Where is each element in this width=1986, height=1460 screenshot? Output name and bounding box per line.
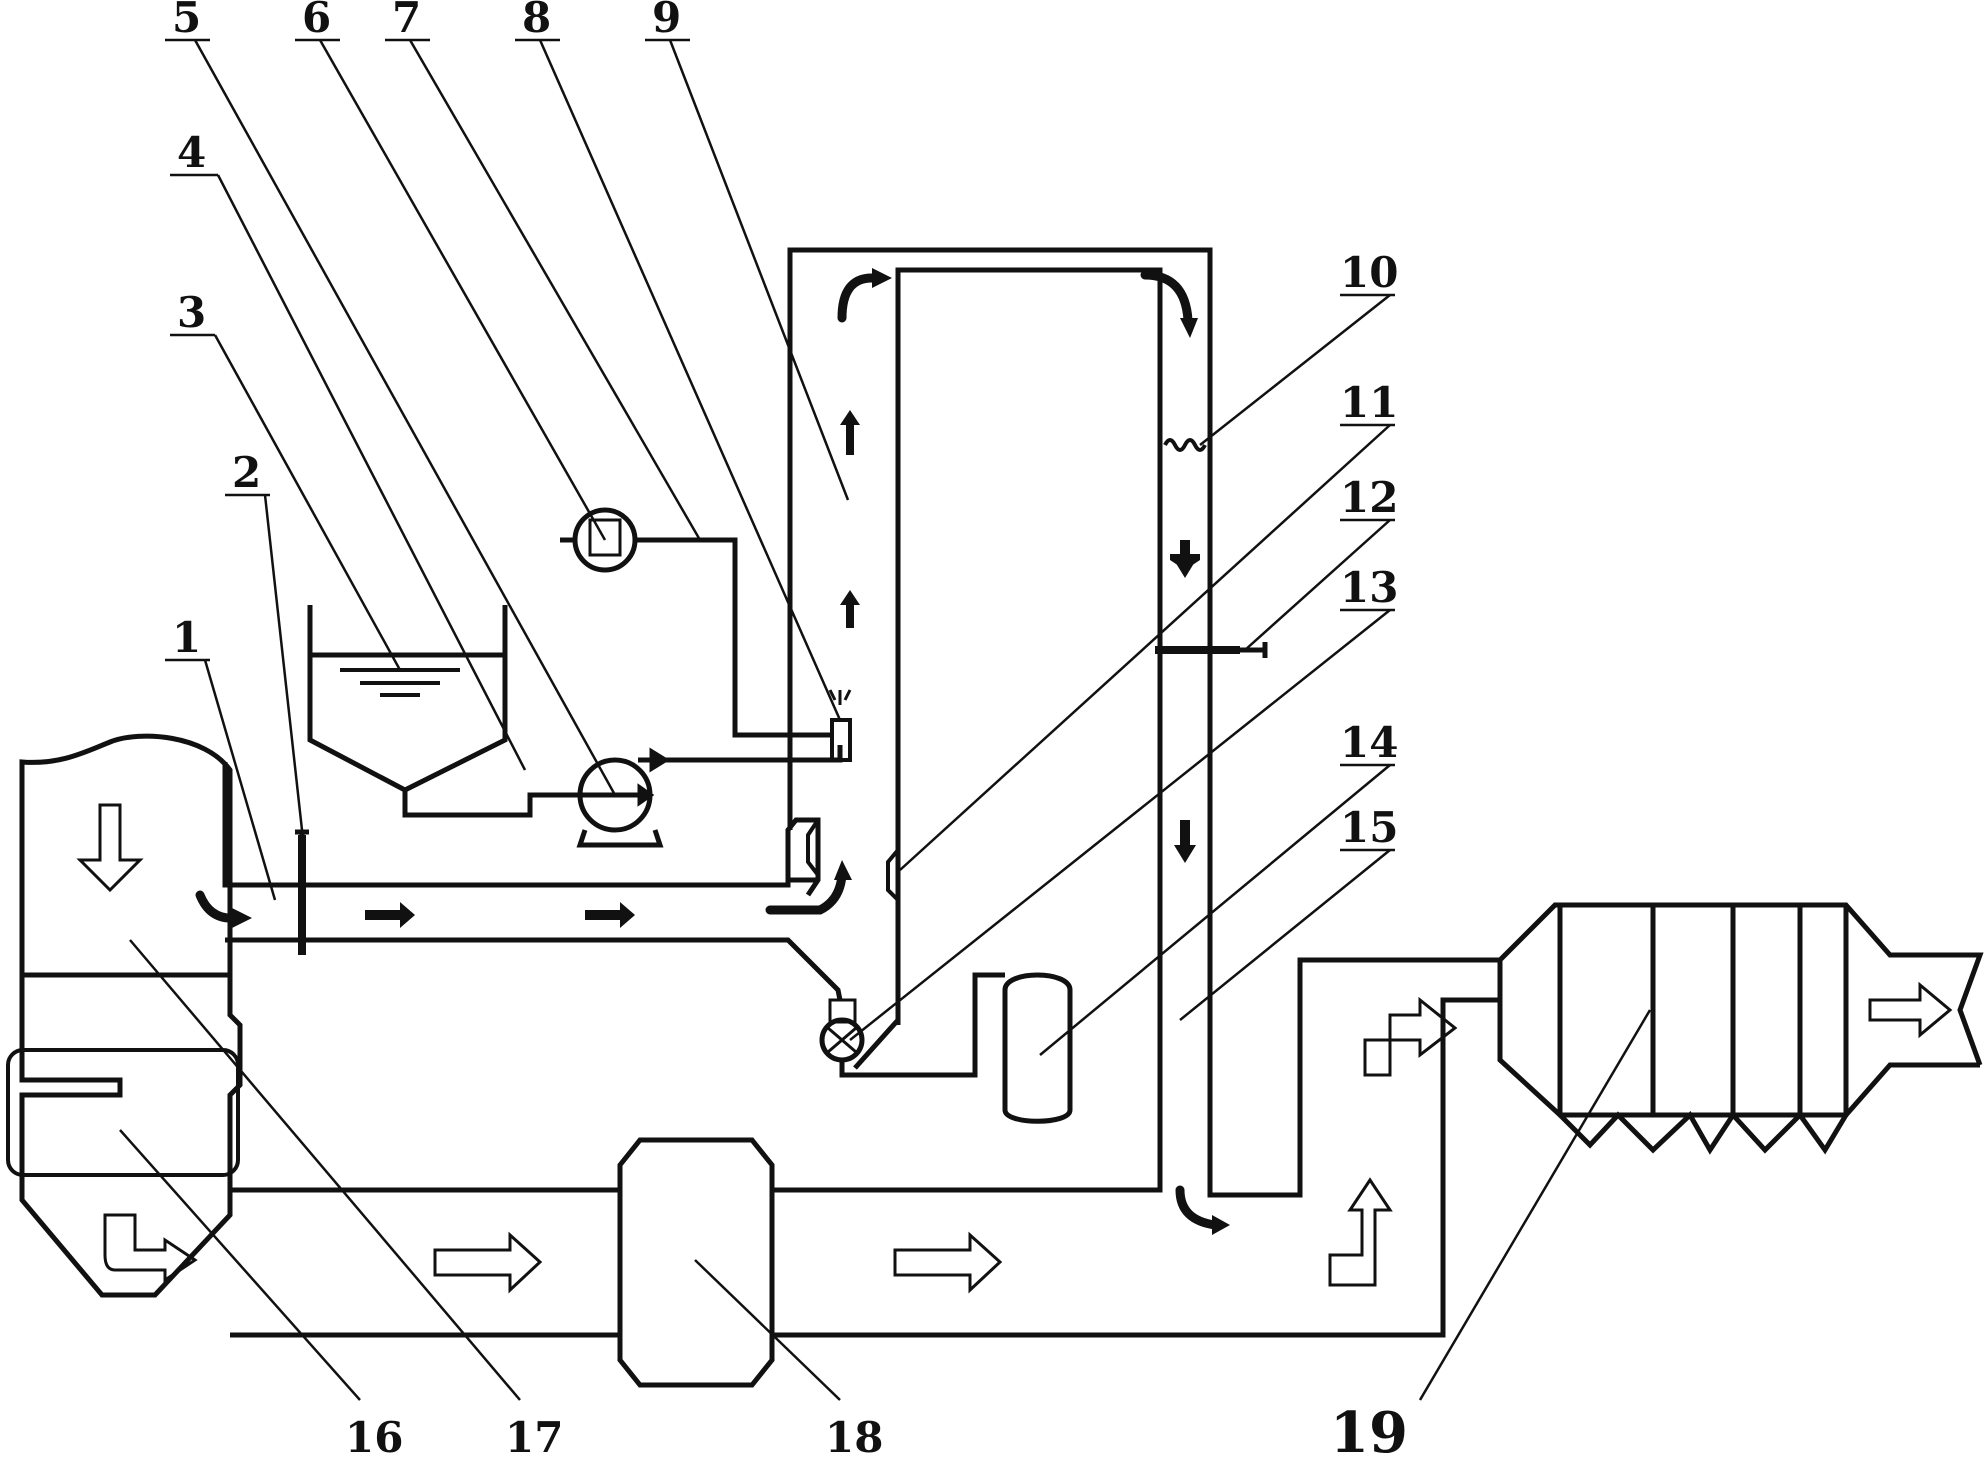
boiler-17 — [19, 733, 243, 1298]
air-preheater-16 — [6, 1048, 240, 1177]
leader-lines — [119, 38, 1652, 1401]
label-10: 10 — [1340, 248, 1398, 297]
flue-duct-lower — [230, 267, 1500, 1338]
label-18: 18 — [825, 1413, 883, 1460]
label-1: 1 — [172, 613, 201, 662]
label-11: 11 — [1340, 378, 1398, 427]
label-2: 2 — [232, 448, 261, 497]
label-9: 9 — [652, 0, 681, 42]
label-4: 4 — [177, 128, 206, 177]
damper-2 — [295, 829, 309, 955]
label-13: 13 — [1340, 563, 1398, 612]
mesh-10 — [1163, 438, 1207, 452]
label-6: 6 — [302, 0, 331, 42]
label-15: 15 — [1340, 803, 1398, 852]
air-compressor-6 — [560, 507, 830, 738]
atomizer-nozzle-8 — [830, 718, 852, 762]
pump-4 — [576, 745, 843, 848]
ash-silo-14 — [1002, 972, 1073, 1124]
label-19: 19 — [1330, 1400, 1408, 1460]
label-12: 12 — [1340, 473, 1398, 522]
electrostatic-precipitator-19 — [1497, 902, 1984, 1155]
label-5: 5 — [172, 0, 201, 42]
slurry-tank-3 — [307, 605, 580, 818]
spray-drying-tower-9 — [787, 247, 1500, 1198]
label-3: 3 — [177, 288, 206, 337]
label-14: 14 — [1340, 718, 1398, 767]
label-16: 16 — [345, 1413, 403, 1460]
curved-arrows — [195, 270, 1220, 1230]
hollow-arrows — [76, 803, 1953, 1294]
guide-vane-11 — [806, 818, 820, 877]
label-17: 17 — [505, 1413, 563, 1460]
rotary-valve-13 — [819, 972, 1005, 1078]
valve-12 — [1155, 642, 1268, 658]
label-8: 8 — [522, 0, 551, 42]
label-7: 7 — [392, 0, 421, 42]
heat-exchanger-18 — [617, 1137, 775, 1388]
flow-arrows — [365, 410, 1200, 928]
